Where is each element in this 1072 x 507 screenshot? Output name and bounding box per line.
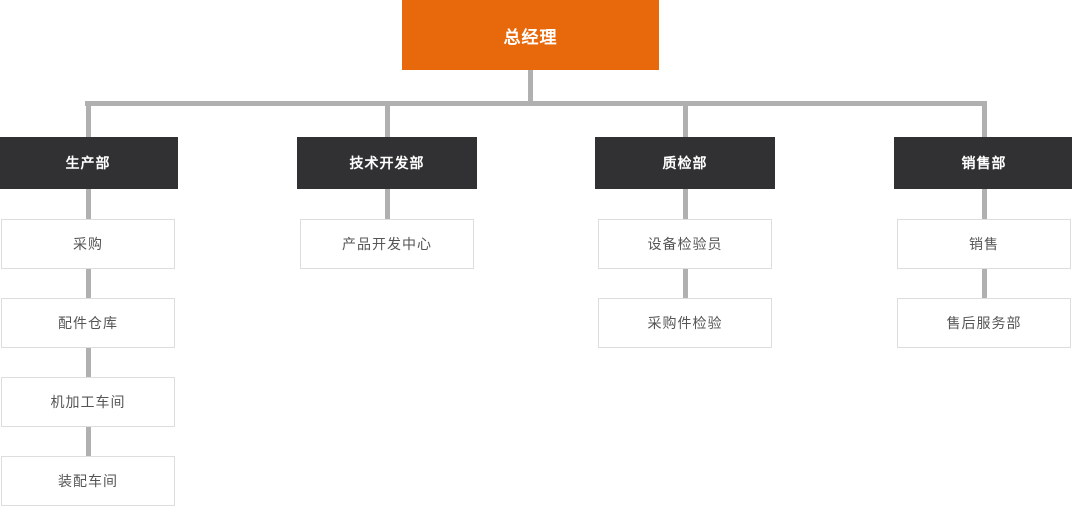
connector-sales-2 bbox=[982, 269, 987, 298]
org-node-dept-sales: 销售部 bbox=[894, 137, 1072, 189]
connector-stub-sales bbox=[982, 101, 987, 138]
org-node-parts-warehouse: 配件仓库 bbox=[1, 298, 175, 348]
org-node-root: 总经理 bbox=[402, 0, 659, 70]
org-node-assembly-workshop: 装配车间 bbox=[1, 456, 175, 506]
connector-stub-tech bbox=[385, 101, 390, 138]
connector-stub-production bbox=[86, 101, 91, 138]
org-node-purchasing: 采购 bbox=[1, 219, 175, 269]
connector-sales-1 bbox=[982, 189, 987, 219]
org-node-dept-production: 生产部 bbox=[0, 137, 178, 189]
connector-trunk bbox=[528, 70, 533, 106]
connector-quality-2 bbox=[683, 269, 688, 298]
connector-tech-1 bbox=[385, 189, 390, 219]
org-node-sales: 销售 bbox=[897, 219, 1071, 269]
org-node-purchased-parts-inspection: 采购件检验 bbox=[598, 298, 772, 348]
org-node-equipment-inspector: 设备检验员 bbox=[598, 219, 772, 269]
connector-quality-1 bbox=[683, 189, 688, 219]
org-node-product-dev-center: 产品开发中心 bbox=[300, 219, 474, 269]
connector-production-3 bbox=[86, 348, 91, 377]
connector-stub-quality bbox=[683, 101, 688, 138]
org-node-machining-workshop: 机加工车间 bbox=[1, 377, 175, 427]
connector-production-2 bbox=[86, 269, 91, 298]
connector-production-4 bbox=[86, 427, 91, 456]
org-node-dept-tech-development: 技术开发部 bbox=[297, 137, 477, 189]
org-node-after-sales-service: 售后服务部 bbox=[897, 298, 1071, 348]
connector-production-1 bbox=[86, 189, 91, 219]
org-node-dept-quality: 质检部 bbox=[595, 137, 775, 189]
connector-horizontal-bus bbox=[85, 101, 986, 106]
